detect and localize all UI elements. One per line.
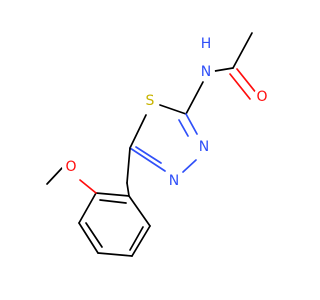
bond-benz-1-2 — [95, 192, 130, 197]
bond-c2-n3-a — [185, 113, 198, 135]
bond-carbonyl-double-a — [236, 68, 258, 95]
atom-n-amide: N — [201, 64, 211, 80]
bond-benz-inner-b — [85, 222, 103, 248]
bond-carbonyl-double-b — [229, 73, 251, 100]
bond-o-methyl — [46, 167, 63, 185]
bond-benz-inner-a — [99, 199, 127, 204]
bond-benz-2-3 — [78, 192, 97, 224]
molecule-structure-diagram: N H O S N N O — [46, 32, 271, 257]
atom-h-amide: H — [201, 36, 212, 52]
bond-n4-c5-b — [135, 146, 162, 164]
bond-s-c5 — [129, 114, 147, 149]
bond-benz-4-5 — [97, 252, 133, 257]
bond-n-ring-c2 — [185, 81, 204, 115]
atom-o-carbonyl: O — [256, 89, 267, 105]
bond-n3-n4 — [182, 159, 197, 173]
bond-benz-o-methoxy — [79, 179, 97, 194]
atom-o-methoxy: O — [65, 159, 76, 175]
bond-benz-6-1 — [128, 195, 151, 227]
bond-ch2-benzene — [126, 182, 130, 197]
bond-layer — [46, 32, 258, 257]
bond-c2-n3-b — [178, 119, 189, 137]
bond-c5-ch2 — [126, 147, 131, 184]
atom-label-layer: N H O S N N O — [62, 36, 271, 190]
atom-s-ring: S — [146, 93, 155, 109]
bond-carbonyl-n — [214, 67, 234, 72]
bond-methyl-carbonyl — [232, 32, 253, 69]
bond-benz-5-6 — [131, 225, 151, 257]
bond-n4-c5-a — [129, 147, 166, 172]
atom-n-ring-upper: N — [199, 139, 209, 155]
bond-benz-3-4 — [78, 222, 99, 254]
bond-c2-s — [159, 104, 187, 115]
atom-n-ring-lower: N — [169, 173, 179, 189]
bond-benz-inner-c — [129, 226, 144, 251]
